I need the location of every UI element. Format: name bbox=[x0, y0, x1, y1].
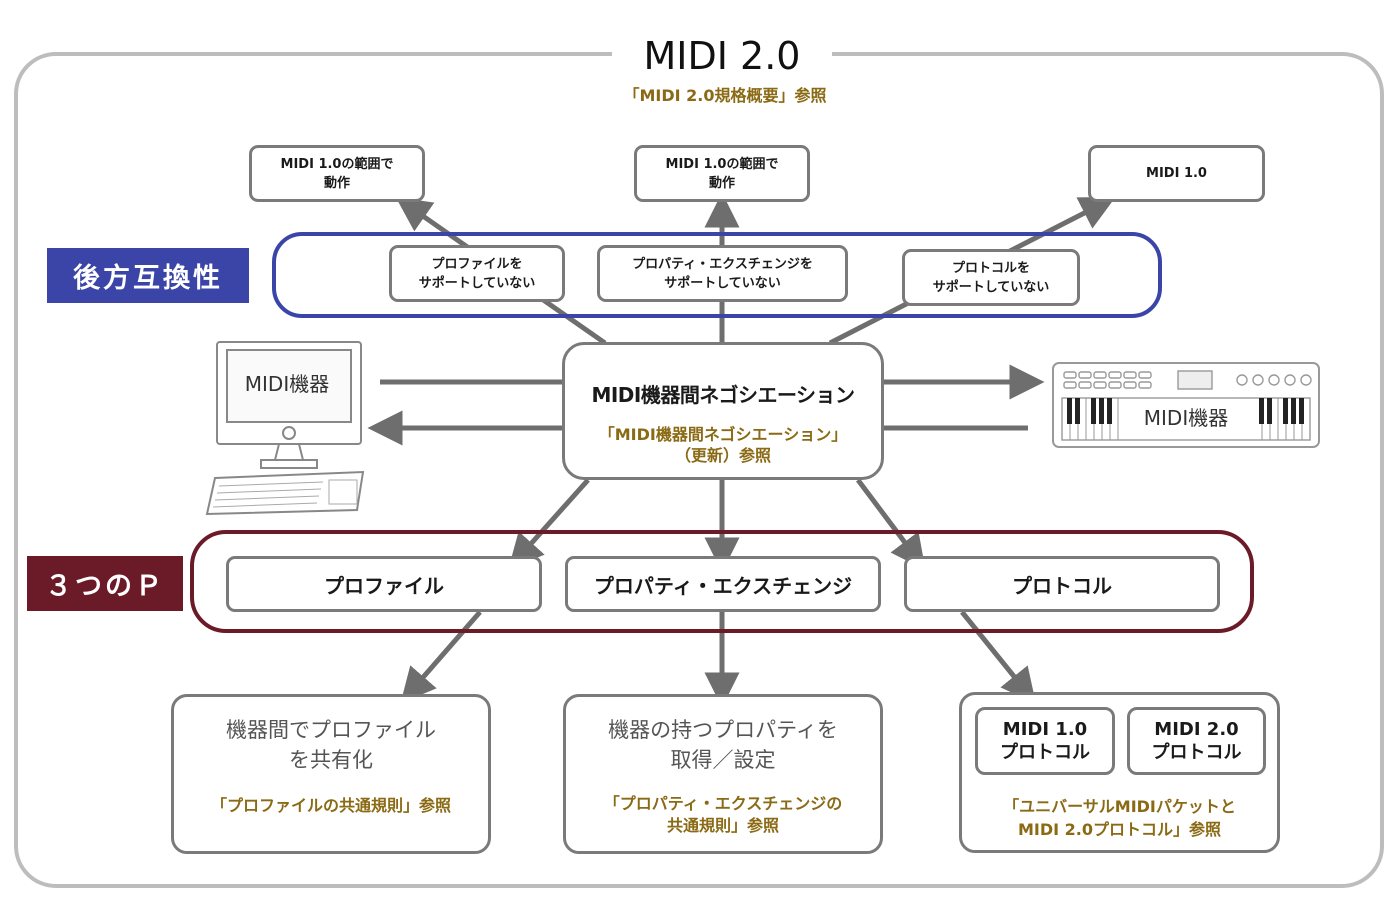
midi1-protocol-box: MIDI 1.0 プロトコル bbox=[975, 707, 1115, 775]
no-protocol-label: プロトコルを サポートしていない bbox=[932, 260, 1050, 295]
output-box-right: MIDI 1.0 bbox=[1088, 145, 1265, 202]
property-exchange-detail-reference: 「プロパティ・エクスチェンジの 共通規則」参照 bbox=[603, 794, 843, 835]
no-profile-label: プロファイルを サポートしていない bbox=[418, 256, 536, 291]
page-title: MIDI 2.0 bbox=[612, 28, 832, 84]
midi2-protocol-label: MIDI 2.0 プロトコル bbox=[1151, 719, 1242, 763]
output-label: MIDI 1.0の範囲で 動作 bbox=[280, 156, 394, 191]
no-profile-box: プロファイルを サポートしていない bbox=[389, 245, 565, 302]
no-protocol-box: プロトコルを サポートしていない bbox=[902, 249, 1080, 306]
profile-detail-reference: 「プロファイルの共通規則」参照 bbox=[210, 796, 451, 815]
output-label: MIDI 1.0の範囲で 動作 bbox=[665, 156, 779, 191]
three-p-tag: ３つのＰ bbox=[27, 556, 183, 611]
output-label: MIDI 1.0 bbox=[1146, 166, 1207, 181]
computer-device-label: MIDI機器 bbox=[244, 372, 330, 396]
negotiation-title: MIDI機器間ネゴシエーション bbox=[591, 383, 855, 407]
midi2-protocol-box: MIDI 2.0 プロトコル bbox=[1127, 707, 1266, 775]
no-property-exchange-box: プロパティ・エクスチェンジを サポートしていない bbox=[597, 245, 848, 302]
keyboard-device-label: MIDI機器 bbox=[1143, 406, 1229, 430]
arrow-to-protocol bbox=[856, 478, 926, 570]
arrow-to-protocol-detail bbox=[960, 610, 1036, 704]
negotiation-box: MIDI機器間ネゴシエーション 「MIDI機器間ネゴシエーション」 （更新）参照 bbox=[562, 342, 884, 480]
three-p-band bbox=[190, 530, 1254, 633]
profile-detail-title: 機器間でプロファイル を共有化 bbox=[226, 718, 436, 772]
profile-detail-box: 機器間でプロファイル を共有化 「プロファイルの共通規則」参照 bbox=[171, 694, 491, 854]
negotiation-reference: 「MIDI機器間ネゴシエーション」 （更新）参照 bbox=[598, 425, 848, 465]
backward-compatibility-band bbox=[272, 232, 1162, 318]
backward-compatibility-tag: 後方互換性 bbox=[47, 248, 249, 303]
protocol-label: プロトコル bbox=[1012, 573, 1112, 598]
protocol-box: プロトコル bbox=[904, 556, 1220, 612]
midi1-protocol-label: MIDI 1.0 プロトコル bbox=[1000, 719, 1090, 763]
property-exchange-detail-box: 機器の持つプロパティを 取得／設定 「プロパティ・エクスチェンジの 共通規則」参… bbox=[563, 694, 883, 854]
computer-icon bbox=[205, 341, 365, 516]
property-exchange-detail-title: 機器の持つプロパティを 取得／設定 bbox=[608, 718, 838, 772]
arrow-to-profile-detail bbox=[400, 610, 482, 704]
property-exchange-label: プロパティ・エクスチェンジ bbox=[593, 573, 853, 598]
property-exchange-box: プロパティ・エクスチェンジ bbox=[565, 556, 881, 612]
backward-compatibility-label: 後方互換性 bbox=[73, 263, 223, 294]
output-box-center: MIDI 1.0の範囲で 動作 bbox=[634, 145, 810, 202]
protocol-detail-reference: 「ユニバーサルMIDIパケットと MIDI 2.0プロトコル」参照 bbox=[1003, 797, 1236, 839]
title-reference: 「MIDI 2.0規格概要」参照 bbox=[623, 86, 827, 105]
profile-label: プロファイル bbox=[324, 573, 444, 598]
output-box-left: MIDI 1.0の範囲で 動作 bbox=[249, 145, 425, 202]
no-property-exchange-label: プロパティ・エクスチェンジを サポートしていない bbox=[632, 256, 813, 291]
keyboard-icon bbox=[1052, 362, 1320, 448]
three-p-label: ３つのＰ bbox=[45, 571, 165, 602]
profile-box: プロファイル bbox=[226, 556, 542, 612]
arrow-to-profile bbox=[508, 478, 590, 570]
